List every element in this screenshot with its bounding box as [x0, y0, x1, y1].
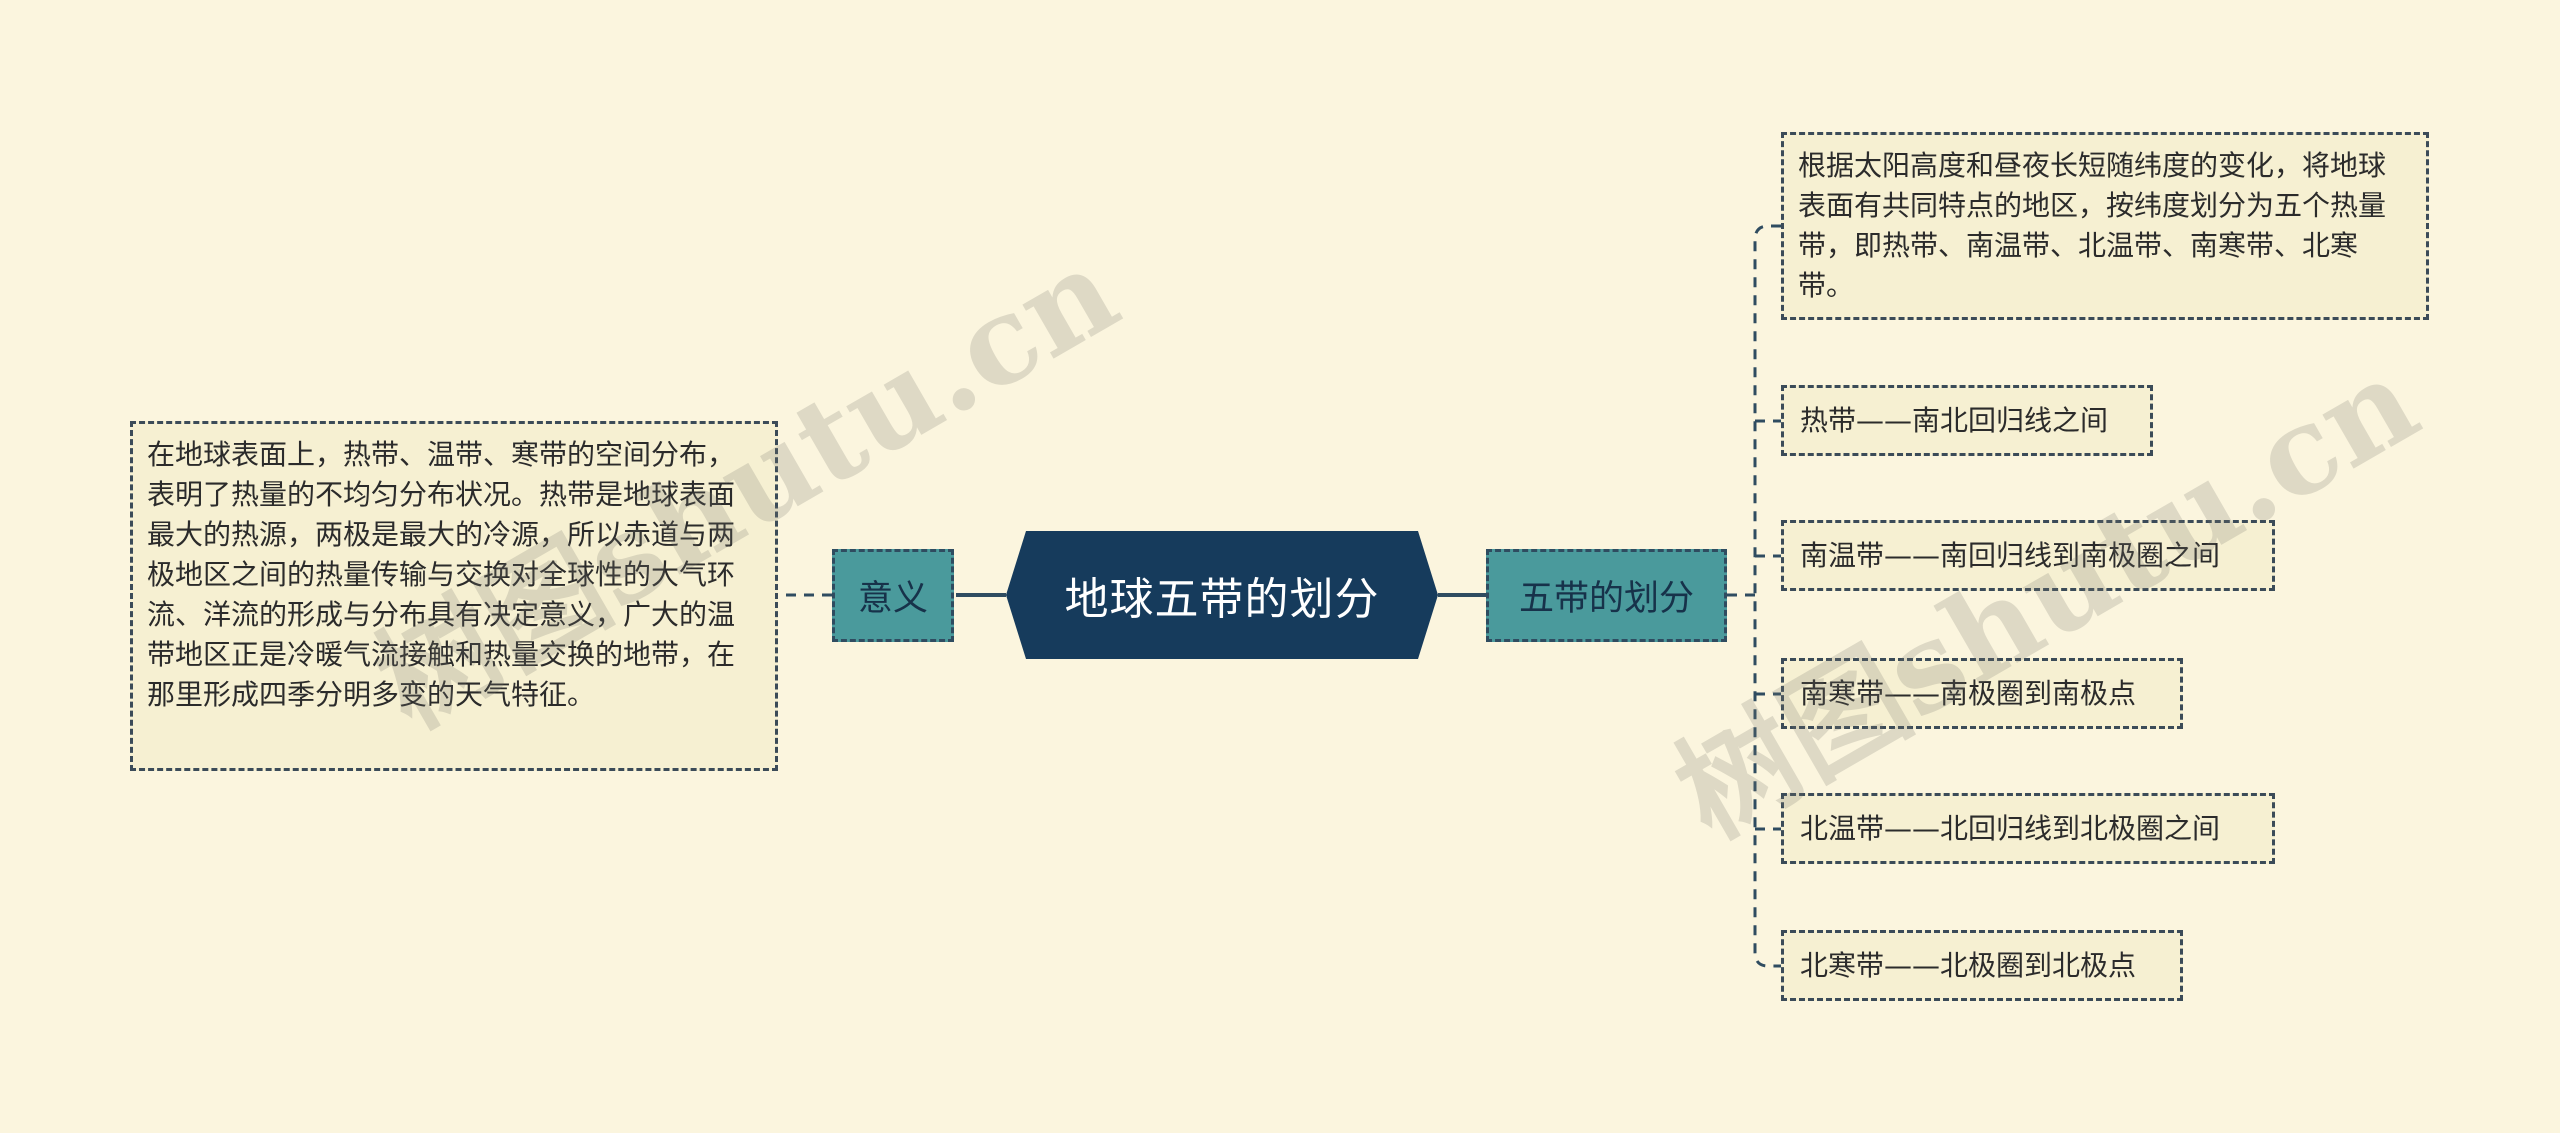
- branch-node-division-label: 五带的划分: [1518, 579, 1694, 619]
- zone-node-south-frigid-label: 南寒带——南极圈到南极点: [1800, 676, 2137, 710]
- branch-node-division[interactable]: 五带的划分: [1486, 549, 1727, 642]
- zone-node-north-temperate[interactable]: 北温带——北回归线到北极圈之间: [1781, 793, 2275, 864]
- root-node-label: 地球五带的划分: [1064, 574, 1380, 625]
- root-node[interactable]: 地球五带的划分: [1006, 531, 1438, 659]
- branch-node-significance[interactable]: 意义: [832, 549, 954, 642]
- significance-description-text: 在地球表面上，热带、温带、寒带的空间分布，表明了热量的不均匀分布状况。热带是地球…: [147, 438, 736, 711]
- zone-node-south-frigid[interactable]: 南寒带——南极圈到南极点: [1781, 658, 2183, 729]
- zone-node-south-temperate-label: 南温带——南回归线到南极圈之间: [1800, 538, 2221, 572]
- division-description-node[interactable]: 根据太阳高度和昼夜长短随纬度的变化，将地球表面有共同特点的地区，按纬度划分为五个…: [1781, 132, 2429, 320]
- zone-node-south-temperate[interactable]: 南温带——南回归线到南极圈之间: [1781, 520, 2275, 591]
- division-description-text: 根据太阳高度和昼夜长短随纬度的变化，将地球表面有共同特点的地区，按纬度划分为五个…: [1798, 149, 2387, 302]
- zone-node-tropical[interactable]: 热带——南北回归线之间: [1781, 385, 2153, 456]
- branch-node-significance-label: 意义: [857, 579, 928, 619]
- zone-node-tropical-label: 热带——南北回归线之间: [1800, 403, 2109, 437]
- right-branch-connectors: [1727, 224, 1781, 968]
- zone-node-north-frigid-label: 北寒带——北极圈到北极点: [1800, 948, 2137, 982]
- zone-node-north-temperate-label: 北温带——北回归线到北极圈之间: [1800, 811, 2221, 845]
- zone-node-north-frigid[interactable]: 北寒带——北极圈到北极点: [1781, 930, 2183, 1001]
- significance-description-node[interactable]: 在地球表面上，热带、温带、寒带的空间分布，表明了热量的不均匀分布状况。热带是地球…: [130, 421, 778, 771]
